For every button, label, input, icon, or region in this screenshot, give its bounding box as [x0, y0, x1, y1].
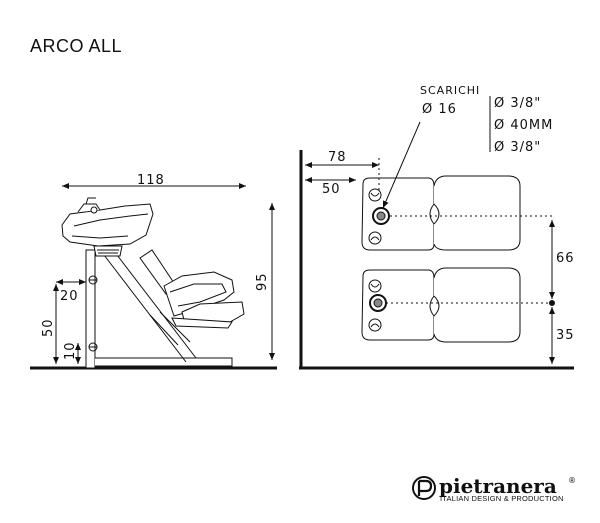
dim-label-66: 66 [556, 251, 575, 266]
dim-label-50-side: 50 [41, 318, 56, 337]
brand-mark-icon [412, 476, 436, 500]
spec-3: Ø 3/8" [494, 140, 541, 155]
drain-leader [382, 121, 421, 209]
page-title: ARCO ALL [30, 36, 123, 56]
dim-label-20: 20 [60, 289, 79, 304]
top-chair-lower [433, 267, 521, 343]
drain-diameter: Ø 16 [422, 102, 457, 117]
brand-name: pietranera [439, 474, 557, 498]
dim-label-10: 10 [63, 341, 78, 360]
dim-label-78: 78 [328, 150, 347, 165]
side-basin [61, 203, 154, 247]
side-legrest [171, 317, 233, 329]
dim-label-50-top: 50 [322, 182, 341, 197]
brand-logo: pietranera ® ITALIAN DESIGN & PRODUCTION [412, 474, 577, 503]
brand-tagline: ITALIAN DESIGN & PRODUCTION [440, 494, 564, 503]
top-tap-lower-1 [368, 279, 382, 293]
brand-registered: ® [568, 476, 577, 485]
top-chair-upper [433, 175, 521, 251]
side-view [30, 183, 277, 370]
dim-label-35: 35 [556, 328, 575, 343]
side-base-column [85, 249, 96, 369]
side-base-plinth [95, 357, 233, 367]
side-basin-neck [93, 245, 123, 257]
spec-1: Ø 3/8" [494, 96, 541, 111]
drains-label: SCARICHI [420, 84, 480, 97]
top-tap-lower-2 [368, 318, 382, 332]
top-view [299, 96, 574, 370]
spec-2: Ø 40MM [494, 118, 553, 133]
side-support-leg [149, 311, 191, 346]
dim-label-118: 118 [137, 173, 165, 188]
dim-label-95: 95 [255, 272, 270, 291]
top-tap-upper-2 [368, 231, 382, 245]
top-tap-upper-1 [368, 188, 382, 202]
side-diagonal-arm [103, 254, 197, 363]
